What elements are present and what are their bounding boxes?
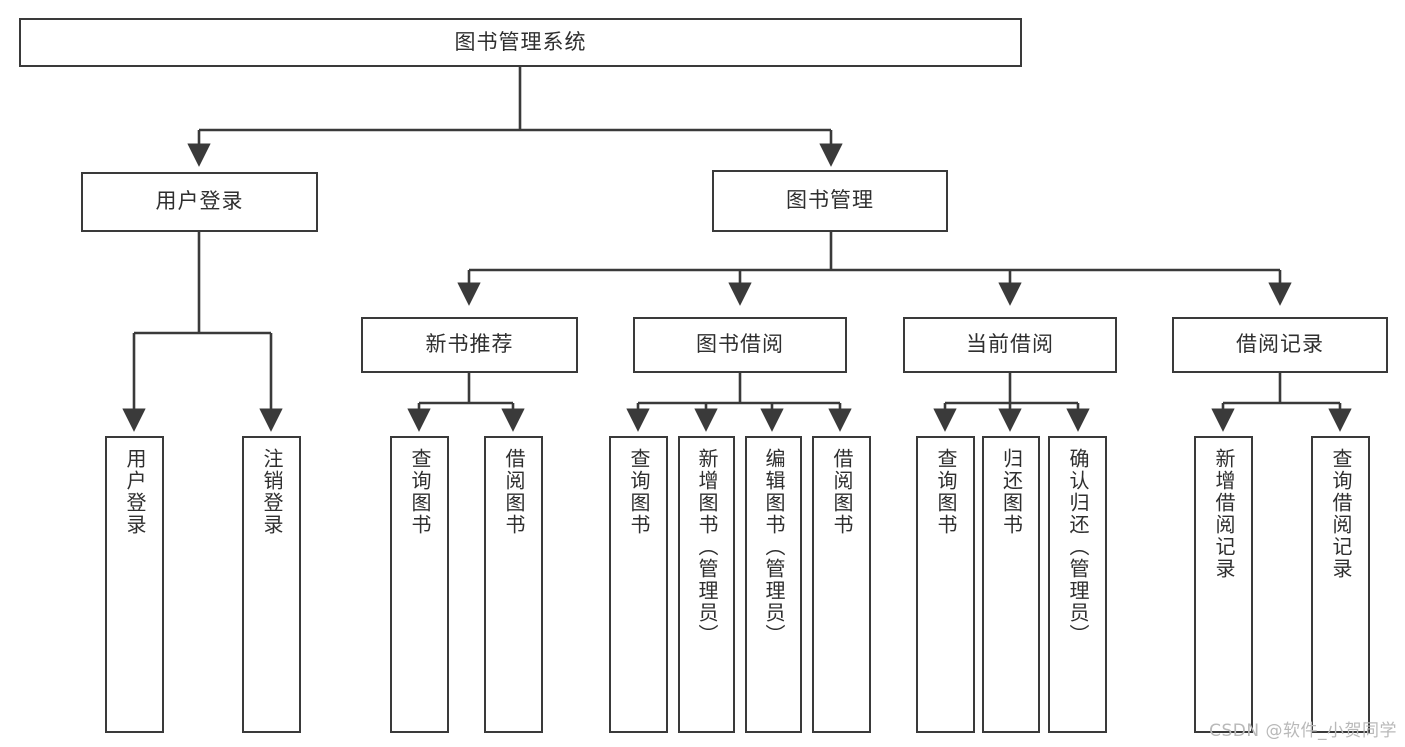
node-label: 确认归还（管理员） xyxy=(1066,448,1090,646)
node-label: 查询借阅记录 xyxy=(1329,448,1353,580)
node-label: 图书管理系统 xyxy=(454,29,587,54)
node-label: 借阅图书 xyxy=(830,448,854,536)
node-book-management[interactable]: 图书管理 xyxy=(712,170,948,232)
node-book-borrow[interactable]: 图书借阅 xyxy=(633,317,847,373)
node-label: 借阅图书 xyxy=(502,448,526,536)
leaf-current-borrow-confirm-return-admin[interactable]: 确认归还（管理员） xyxy=(1048,436,1107,733)
leaf-user-login-logout[interactable]: 注销登录 xyxy=(242,436,301,733)
leaf-book-borrow-add-book-admin[interactable]: 新增图书（管理员） xyxy=(678,436,735,733)
node-label: 新增借阅记录 xyxy=(1212,448,1236,580)
leaf-book-borrow-edit-book-admin[interactable]: 编辑图书（管理员） xyxy=(745,436,802,733)
leaf-new-book-borrow-books[interactable]: 借阅图书 xyxy=(484,436,543,733)
node-label: 用户登录 xyxy=(123,448,147,536)
node-label: 借阅记录 xyxy=(1236,332,1324,357)
node-label: 图书管理 xyxy=(786,188,874,213)
node-new-book-recommend[interactable]: 新书推荐 xyxy=(361,317,578,373)
node-label: 图书借阅 xyxy=(696,332,784,357)
leaf-borrow-record-add-record[interactable]: 新增借阅记录 xyxy=(1194,436,1253,733)
node-current-borrow[interactable]: 当前借阅 xyxy=(903,317,1117,373)
leaf-borrow-record-query-record[interactable]: 查询借阅记录 xyxy=(1311,436,1370,733)
leaf-new-book-query-books[interactable]: 查询图书 xyxy=(390,436,449,733)
leaf-user-login-login[interactable]: 用户登录 xyxy=(105,436,164,733)
node-borrow-record[interactable]: 借阅记录 xyxy=(1172,317,1388,373)
node-label: 查询图书 xyxy=(408,448,432,536)
leaf-current-borrow-return-books[interactable]: 归还图书 xyxy=(982,436,1040,733)
node-label: 归还图书 xyxy=(999,448,1024,536)
node-label: 新书推荐 xyxy=(425,332,514,357)
node-label: 用户登录 xyxy=(155,189,244,214)
node-user-login[interactable]: 用户登录 xyxy=(81,172,318,232)
node-label: 当前借阅 xyxy=(966,332,1054,357)
leaf-current-borrow-query-books[interactable]: 查询图书 xyxy=(916,436,975,733)
node-root-book-management-system[interactable]: 图书管理系统 xyxy=(19,18,1022,67)
node-label: 查询图书 xyxy=(627,448,651,536)
leaf-book-borrow-query-books[interactable]: 查询图书 xyxy=(609,436,668,733)
node-label: 编辑图书（管理员） xyxy=(762,448,786,646)
node-label: 查询图书 xyxy=(934,448,958,536)
node-label: 新增图书（管理员） xyxy=(695,448,719,646)
leaf-book-borrow-borrow-books[interactable]: 借阅图书 xyxy=(812,436,871,733)
node-label: 注销登录 xyxy=(260,448,284,536)
csdn-watermark: CSDN @软件_小贺同学 xyxy=(1209,721,1397,741)
